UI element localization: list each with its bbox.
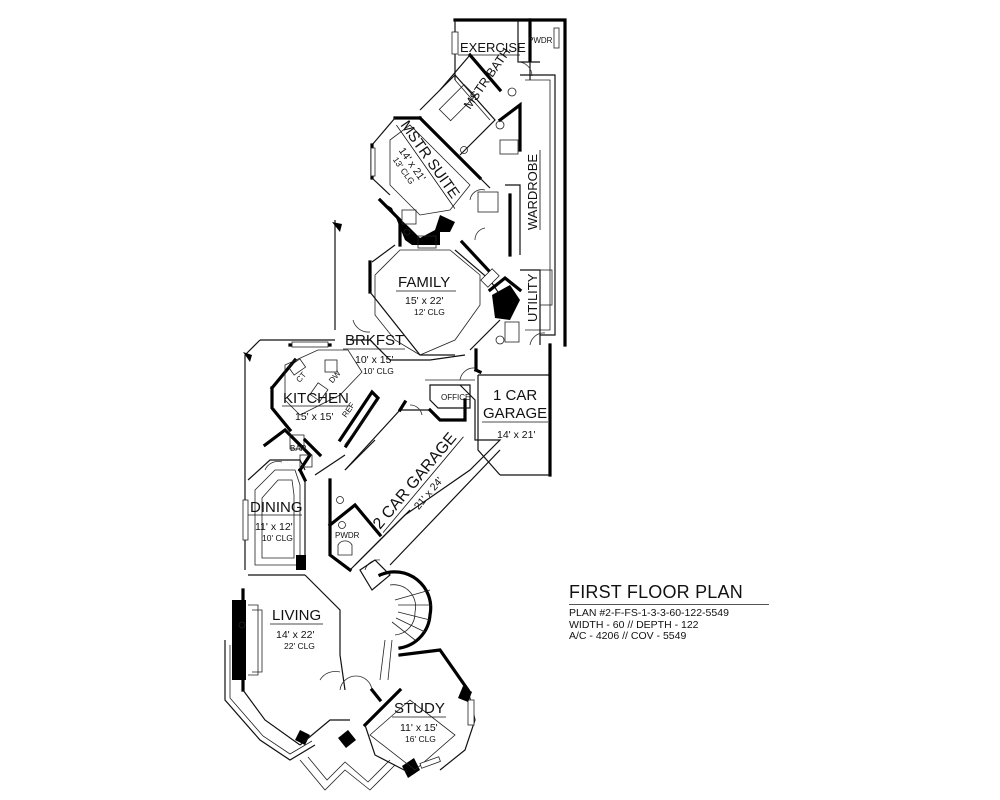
room-label-1car-garage-line1: 1 CAR [493, 387, 537, 404]
study-walls [362, 648, 476, 778]
room-dims-kitchen: 15' x 15' [295, 411, 333, 423]
spiral-staircase [359, 559, 433, 681]
plan-area: A/C - 4206 // COV - 5549 [569, 630, 687, 642]
room-clg-brkfst: 10' CLG [363, 366, 394, 376]
plan-width-depth: WIDTH - 60 // DEPTH - 122 [569, 618, 699, 631]
room-dims-1car-garage: 14' x 21' [497, 429, 535, 441]
kitchen-breakfast-walls [243, 220, 466, 570]
fixture-label-bar: BAR [290, 444, 307, 453]
room-dims-family: 15' x 22' [405, 295, 443, 307]
fixture-label-dw: DW [327, 369, 343, 385]
master-suite-walls [370, 115, 499, 241]
bar-walls [262, 427, 323, 473]
room-label-pwdr-lower: PWDR [335, 531, 360, 540]
room-label-pwdr-upper: PWDR [528, 36, 553, 45]
utility-walls [469, 269, 553, 372]
master-bath-walls [419, 52, 503, 156]
upper-wing-walls [451, 18, 567, 347]
corridor-walls [314, 439, 383, 573]
room-label-office: OFFICE [441, 393, 470, 402]
room-label-underline [382, 436, 464, 533]
room-label-brkfst: BRKFST [345, 332, 404, 349]
family-room-walls [352, 197, 501, 356]
title-block: FIRST FLOOR PLAN PLAN #2-F-FS-1-3-3-60-1… [569, 582, 769, 643]
room-label-wardrobe: WARDROBE [525, 154, 540, 230]
room-label-study: STUDY [394, 700, 445, 717]
room-dims-dining: 11' x 12' [255, 521, 293, 533]
room-label-exercise: EXERCISE [460, 40, 526, 55]
room-label-underline [396, 124, 456, 209]
room-clg-family: 12' CLG [414, 307, 445, 317]
living-room-walls [224, 574, 346, 761]
room-clg-living: 22' CLG [284, 641, 315, 651]
room-dims-brkfst: 10' x 15' [355, 354, 393, 366]
office-walls [425, 379, 475, 409]
fixture-label-ct: CT [294, 370, 308, 384]
room-label-dining: DINING [250, 499, 303, 516]
room-label-living: LIVING [272, 607, 321, 624]
plan-number: PLAN #2-F-FS-1-3-3-60-122-5549 [569, 607, 729, 619]
room-clg-study: 16' CLG [405, 734, 436, 744]
entry-walls [299, 675, 396, 791]
one-car-garage-walls [459, 343, 552, 477]
plan-title: FIRST FLOOR PLAN [569, 582, 769, 605]
room-label-2car-garage: 2 CAR GARAGE [370, 430, 460, 533]
room-label-family: FAMILY [398, 274, 450, 291]
room-label-1car-garage-line2: GARAGE [483, 405, 547, 422]
room-dims-living: 14' x 22' [276, 629, 314, 641]
room-clg-dining: 10' CLG [262, 533, 293, 543]
room-label-kitchen: KITCHEN [283, 390, 349, 407]
two-car-garage-walls [344, 384, 502, 571]
room-dims-study: 11' x 15' [400, 722, 438, 734]
dining-walls [242, 459, 308, 576]
room-label-utility: UTILITY [525, 273, 540, 322]
